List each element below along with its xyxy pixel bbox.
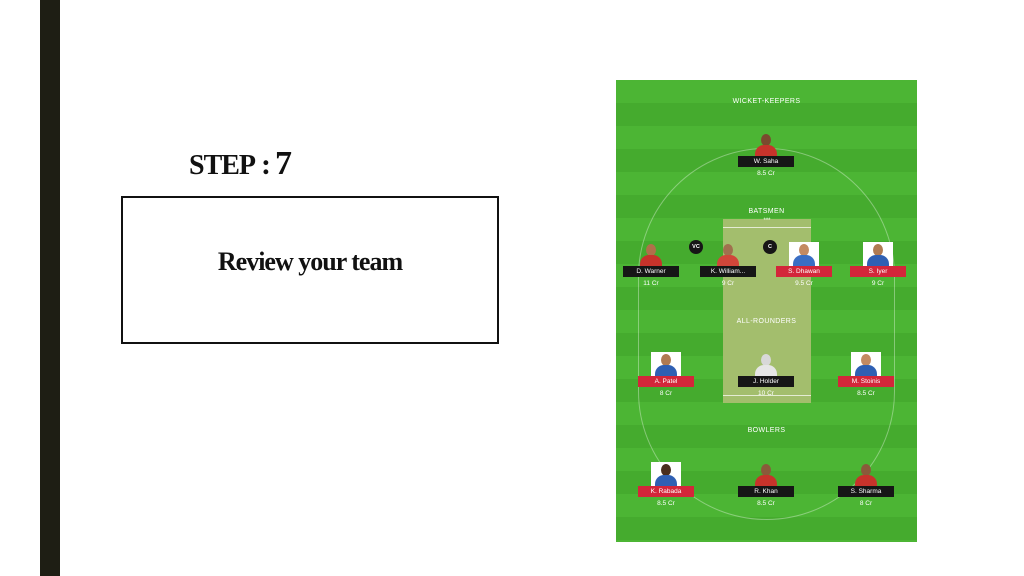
section-label-all-rounders: ALL-ROUNDERS (736, 318, 797, 325)
player-name: J. Holder (738, 376, 794, 387)
player-card-s-dhawan[interactable]: C S. Dhawan 9.5 Cr (763, 240, 839, 287)
captain-badge: C (763, 240, 777, 254)
pitch-marker: *** (763, 218, 771, 224)
player-name: S. Dhawan (776, 266, 832, 277)
step-title: STEP:7 (189, 145, 292, 183)
player-name: W. Saha (738, 156, 794, 167)
player-price: 10 Cr (758, 390, 774, 397)
player-avatar (751, 132, 781, 156)
player-price: 8 Cr (859, 500, 873, 507)
player-card-a-patel[interactable]: A. Patel 8 Cr (631, 352, 701, 397)
player-avatar (863, 242, 893, 266)
section-label-bowlers: BOWLERS (747, 427, 786, 434)
player-card-s-iyer[interactable]: S. Iyer 9 Cr (843, 242, 913, 287)
player-card-r-khan[interactable]: R. Khan 8.5 Cr (731, 462, 801, 507)
crease-top (723, 227, 811, 228)
player-price: 11 Cr (643, 280, 659, 287)
player-card-m-stoinis[interactable]: M. Stoinis 8.5 Cr (831, 352, 901, 397)
player-card-j-holder[interactable]: J. Holder 10 Cr (731, 352, 801, 397)
player-name: K. William... (700, 266, 756, 277)
step-separator: : (261, 148, 272, 181)
player-card-d-warner[interactable]: D. Warner 11 Cr (616, 242, 686, 287)
player-price: 8.5 Cr (857, 390, 875, 397)
player-avatar (789, 242, 819, 266)
step-word: STEP (189, 150, 256, 181)
section-label-batsmen: BATSMEN (748, 208, 785, 215)
player-card-w-saha[interactable]: W. Saha 8.5 Cr (731, 132, 801, 177)
slide-side-bar (40, 0, 60, 576)
player-card-k-williamson[interactable]: VC K. William... 9 Cr (689, 240, 763, 287)
player-name: K. Rabada (638, 486, 694, 497)
crease-bottom (723, 395, 811, 396)
player-price: 9 Cr (721, 280, 735, 287)
player-name: S. Sharma (838, 486, 894, 497)
player-avatar (851, 462, 881, 486)
player-name: R. Khan (738, 486, 794, 497)
player-card-k-rabada[interactable]: K. Rabada 8.5 Cr (631, 462, 701, 507)
player-name: M. Stoinis (838, 376, 894, 387)
player-price: 9 Cr (871, 280, 885, 287)
player-avatar (751, 462, 781, 486)
instruction-text: Review your team (217, 247, 403, 276)
player-price: 9.5 Cr (795, 280, 813, 287)
cricket-field: *** WICKET-KEEPERS BATSMEN ALL-ROUNDERS … (616, 80, 917, 542)
player-card-s-sharma[interactable]: S. Sharma 8 Cr (831, 462, 901, 507)
player-price: 8.5 Cr (757, 500, 775, 507)
player-price: 8.5 Cr (657, 500, 675, 507)
vice-captain-badge: VC (689, 240, 703, 254)
player-price: 8 Cr (659, 390, 673, 397)
player-avatar (713, 242, 743, 266)
player-avatar (851, 352, 881, 376)
instruction-box: Review your team (121, 196, 499, 344)
step-number: 7 (275, 145, 293, 182)
player-name: D. Warner (623, 266, 679, 277)
player-avatar (651, 462, 681, 486)
section-label-wicket-keepers: WICKET-KEEPERS (732, 98, 801, 105)
player-avatar (751, 352, 781, 376)
player-name: A. Patel (638, 376, 694, 387)
player-avatar (651, 352, 681, 376)
player-price: 8.5 Cr (757, 170, 775, 177)
player-avatar (636, 242, 666, 266)
player-name: S. Iyer (850, 266, 906, 277)
